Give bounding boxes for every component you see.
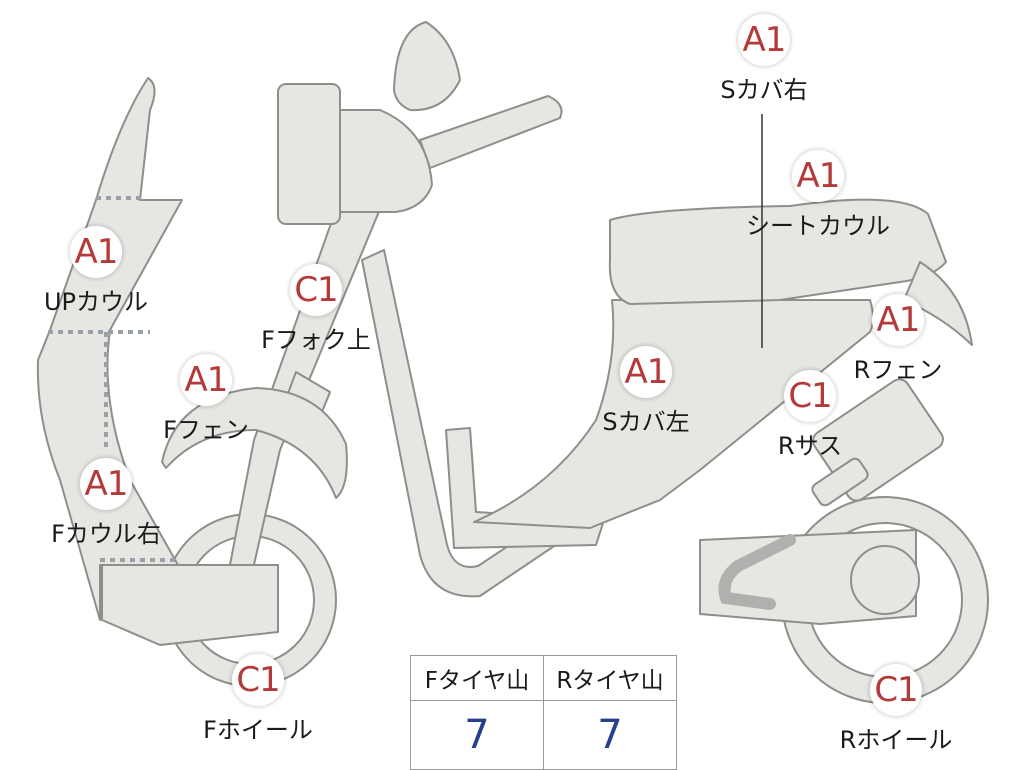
exhaust-pipe bbox=[718, 534, 796, 610]
part-label: Rホイール bbox=[839, 726, 953, 754]
rear-fender-tail bbox=[903, 261, 973, 346]
tag-r-fender: A1 Rフェン bbox=[818, 294, 978, 385]
grade-badge: C1 bbox=[870, 664, 922, 716]
part-label: Rフェン bbox=[853, 356, 943, 384]
tag-f-fender: A1 Fフェン bbox=[126, 354, 286, 445]
front-tire-value: 7 bbox=[410, 700, 544, 770]
tag-f-wheel: C1 Fホイール bbox=[178, 654, 338, 745]
tag-s-cover-right: A1 Sカバ右 bbox=[684, 14, 844, 105]
rear-hub bbox=[850, 545, 920, 615]
grade-badge: A1 bbox=[872, 294, 924, 346]
part-label: Fホイール bbox=[203, 716, 313, 744]
front-floor-box bbox=[101, 564, 279, 646]
grade-badge: C1 bbox=[290, 264, 342, 316]
seat bbox=[608, 198, 947, 305]
grade-badge: A1 bbox=[70, 226, 122, 278]
tag-f-cowl-right: A1 Fカウル右 bbox=[26, 458, 186, 549]
tag-f-fork-upper: C1 Fフォク上 bbox=[236, 264, 396, 355]
part-label: シートカウル bbox=[746, 212, 890, 240]
cowl-seam-mid bbox=[48, 330, 150, 448]
part-label: UPカウル bbox=[43, 288, 149, 316]
rear-tire-header: Rタイヤ山 bbox=[543, 655, 677, 701]
part-label: Fフェン bbox=[163, 416, 249, 444]
mirror bbox=[393, 21, 461, 112]
grade-badge: C1 bbox=[784, 370, 836, 422]
handlebar bbox=[419, 95, 563, 169]
tag-s-cover-left: A1 Sカバ左 bbox=[566, 346, 726, 437]
part-label: Fフォク上 bbox=[261, 326, 371, 354]
rear-shock-rod bbox=[811, 457, 869, 507]
grade-badge: A1 bbox=[620, 346, 672, 398]
tag-seat-cowl: A1 シートカウル bbox=[738, 150, 898, 241]
tag-r-suspension: C1 Rサス bbox=[730, 370, 890, 461]
rear-tire-value: 7 bbox=[543, 700, 677, 770]
tire-value-row: 7 7 bbox=[410, 700, 677, 770]
front-tire-header: Fタイヤ山 bbox=[410, 655, 544, 701]
headlight bbox=[277, 83, 341, 225]
grade-badge: A1 bbox=[738, 14, 790, 66]
grade-badge: A1 bbox=[792, 150, 844, 202]
grade-badge: A1 bbox=[180, 354, 232, 406]
tag-up-cowl: A1 UPカウル bbox=[16, 226, 176, 317]
grade-badge: A1 bbox=[80, 458, 132, 510]
part-label: Fカウル右 bbox=[51, 520, 161, 548]
tire-header-row: Fタイヤ山 Rタイヤ山 bbox=[410, 655, 677, 701]
tag-r-wheel: C1 Rホイール bbox=[816, 664, 976, 755]
part-label: Sカバ左 bbox=[602, 408, 690, 436]
front-cowl bbox=[36, 77, 183, 621]
part-label: Rサス bbox=[777, 432, 843, 460]
tire-tread-table: Fタイヤ山 Rタイヤ山 7 7 bbox=[410, 655, 677, 770]
part-label: Sカバ右 bbox=[720, 76, 808, 104]
grade-badge: C1 bbox=[232, 654, 284, 706]
